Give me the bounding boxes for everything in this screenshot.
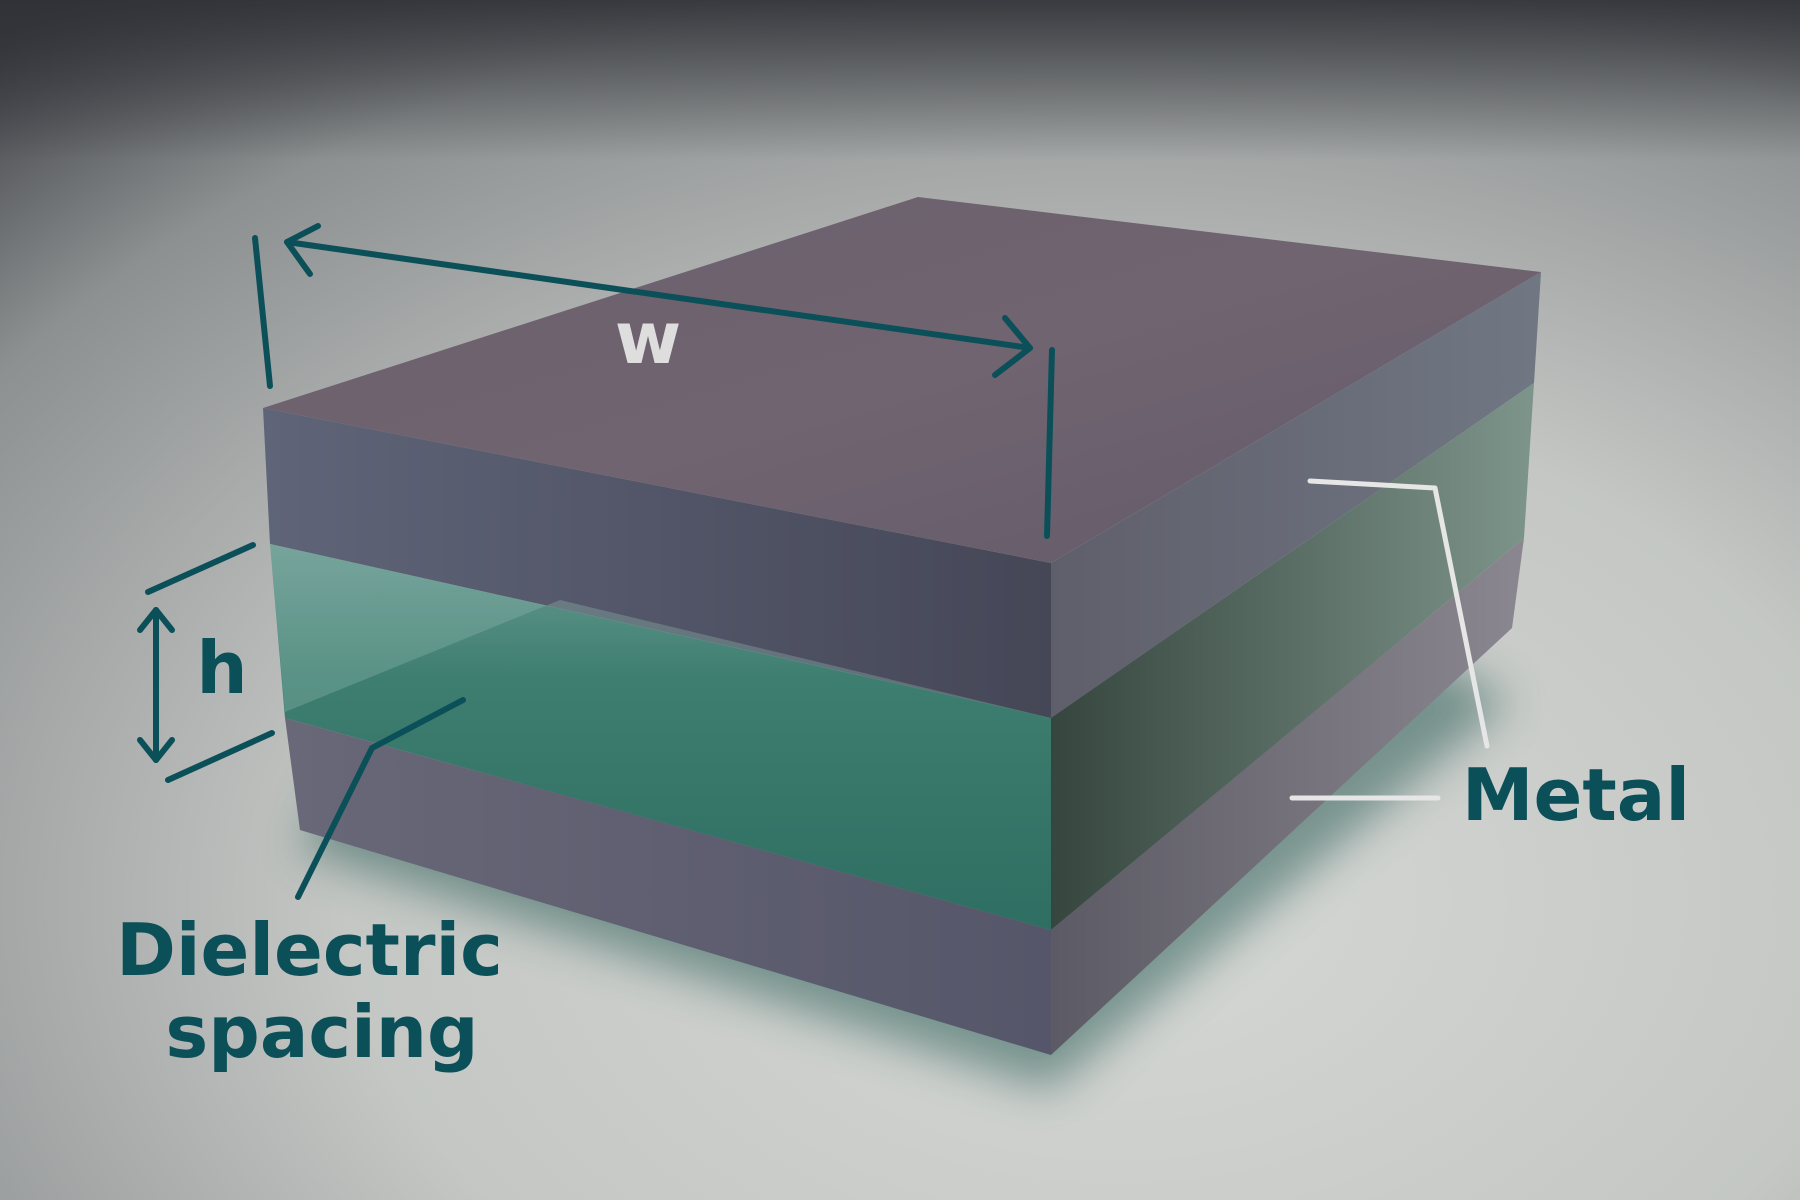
bottom-plate-front-face	[285, 718, 1051, 1055]
height-label: h	[196, 626, 247, 710]
height-dimension	[137, 542, 275, 783]
height-extension-line-top	[145, 542, 256, 595]
width-extension-line-left	[252, 235, 273, 389]
dielectric-label-line2: spacing	[165, 990, 478, 1074]
top-plate-front-face	[263, 408, 1051, 718]
metal-label: Metal	[1462, 753, 1690, 837]
height-arrow-head-top	[137, 607, 175, 633]
capacitor-block	[263, 197, 1541, 1055]
width-dimension	[252, 223, 1055, 539]
height-arrow-head-bottom	[137, 737, 175, 763]
metal-leader-top	[1307, 478, 1490, 749]
dielectric-label-line1: Dielectric	[116, 908, 503, 992]
width-arrow-head-left	[284, 223, 321, 277]
dielectric-highlight	[270, 544, 1051, 718]
dielectric-side-face	[1051, 383, 1534, 930]
metal-leaders	[1289, 478, 1490, 801]
width-arrow-line	[284, 239, 1033, 351]
bottom-plate-side-face	[1051, 538, 1524, 1055]
height-extension-line-bottom	[165, 730, 275, 783]
background-top-shade	[0, 0, 1800, 160]
width-label: w	[615, 296, 682, 380]
top-plate-top-face	[263, 197, 1541, 563]
dielectric-label: Dielectric spacing	[116, 908, 528, 1074]
width-arrow-head-right	[992, 315, 1033, 378]
dielectric-front-face	[270, 544, 1051, 930]
dielectric-leader	[295, 697, 466, 900]
top-plate-side-face	[1051, 272, 1541, 718]
width-extension-line-right	[1044, 347, 1055, 539]
